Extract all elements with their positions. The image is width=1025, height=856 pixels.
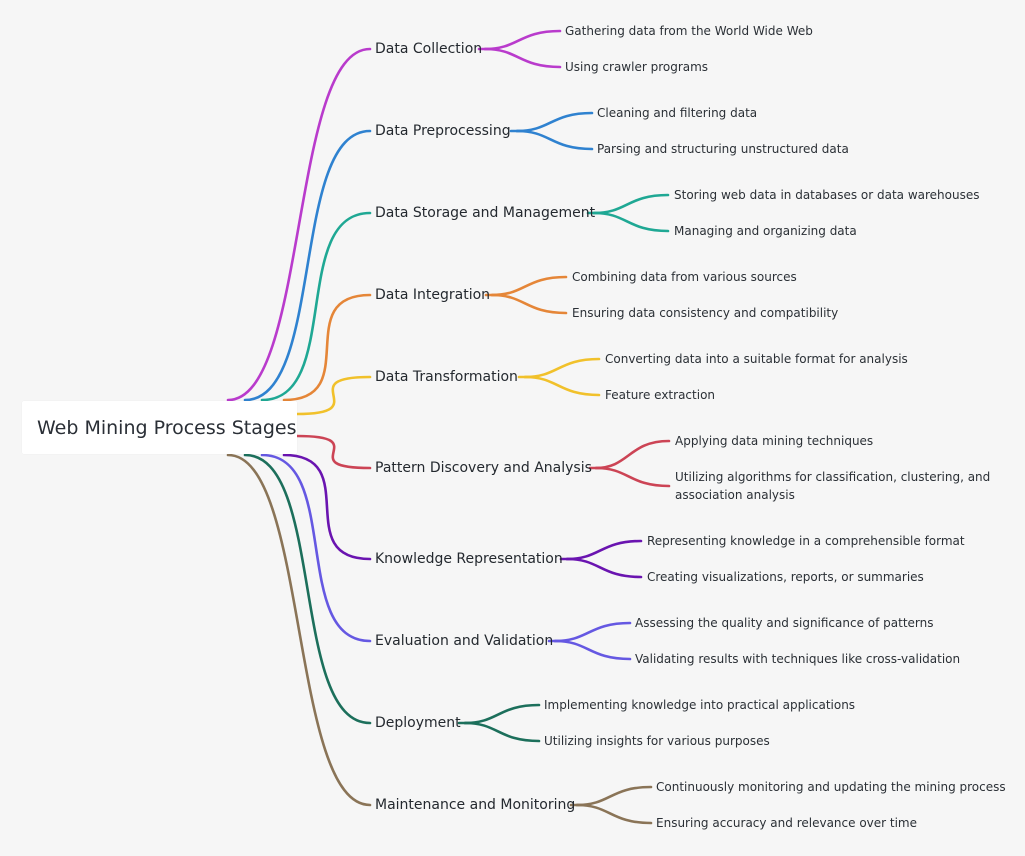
branch-evaluation-validation[interactable]: Evaluation and Validation xyxy=(375,633,554,649)
leaf-node[interactable]: Gathering data from the World Wide Web xyxy=(565,24,813,38)
leaf-node[interactable]: Parsing and structuring unstructured dat… xyxy=(597,142,849,156)
leaf-node[interactable]: Combining data from various sources xyxy=(572,270,797,284)
leaf-connector xyxy=(575,785,653,807)
leaf-connector xyxy=(490,293,568,315)
leaf-node[interactable]: Applying data mining techniques xyxy=(675,434,874,448)
root-node[interactable] xyxy=(22,401,297,454)
leaf-node[interactable]: Utilizing insights for various purposes xyxy=(544,734,770,748)
leaf-connector xyxy=(594,466,671,488)
leaf-node[interactable]: Utilizing algorithms for classification,… xyxy=(675,470,991,502)
leaf-connector xyxy=(553,621,632,643)
branch-connector xyxy=(226,47,372,402)
branch-connector xyxy=(295,375,372,416)
leaf-connector xyxy=(463,703,541,725)
leaf-connector xyxy=(565,539,643,561)
leaf-node[interactable]: Cleaning and filtering data xyxy=(597,106,758,120)
branch-connector xyxy=(295,434,372,470)
leaf-connector xyxy=(592,193,670,215)
leaf-connector xyxy=(515,111,594,133)
leaf-node[interactable]: Assessing the quality and significance o… xyxy=(635,616,934,630)
branch-connector xyxy=(282,453,372,561)
branch-knowledge-representation[interactable]: Knowledge Representation xyxy=(375,551,563,567)
leaf-node[interactable]: Using crawler programs xyxy=(565,60,709,74)
leaf-node[interactable]: Continuously monitoring and updating the… xyxy=(656,780,1006,794)
branch-connector xyxy=(260,453,372,643)
leaf-node[interactable]: Ensuring data consistency and compatibil… xyxy=(572,306,839,320)
branch-data-transformation[interactable]: Data Transformation xyxy=(375,369,518,385)
leaf-node[interactable]: Creating visualizations, reports, or sum… xyxy=(647,570,924,584)
leaf-connector xyxy=(490,275,568,297)
branch-connector xyxy=(282,293,372,402)
leaf-connector xyxy=(553,639,632,661)
leaf-connector xyxy=(592,211,670,233)
leaf-connector xyxy=(575,803,653,825)
leaf-node[interactable]: Feature extraction xyxy=(605,388,716,402)
leaf-connector xyxy=(523,375,601,397)
leaf-node[interactable]: Implementing knowledge into practical ap… xyxy=(544,698,856,712)
branch-data-preprocessing[interactable]: Data Preprocessing xyxy=(375,123,511,139)
branch-maintenance-monitoring[interactable]: Maintenance and Monitoring xyxy=(375,797,576,813)
leaf-node[interactable]: Managing and organizing data xyxy=(674,224,857,238)
leaf-node[interactable]: Validating results with techniques like … xyxy=(635,652,961,666)
branch-connector xyxy=(243,453,372,725)
leaf-node[interactable]: Ensuring accuracy and relevance over tim… xyxy=(656,816,918,830)
leaf-node[interactable]: Representing knowledge in a comprehensib… xyxy=(647,534,965,548)
branch-connector xyxy=(260,211,372,402)
leaf-connector xyxy=(463,721,541,743)
leaf-connector xyxy=(523,357,601,379)
leaf-connector xyxy=(483,47,562,69)
branch-data-storage-management[interactable]: Data Storage and Management xyxy=(375,205,596,221)
branch-data-collection[interactable]: Data Collection xyxy=(375,41,483,57)
leaf-connector xyxy=(483,29,562,51)
branch-data-integration[interactable]: Data Integration xyxy=(375,287,491,303)
branch-connector xyxy=(243,129,372,402)
leaf-connector xyxy=(594,439,671,470)
leaf-connector xyxy=(515,129,594,151)
leaf-node[interactable]: Converting data into a suitable format f… xyxy=(605,352,908,366)
branch-connector xyxy=(226,453,372,807)
branch-deployment[interactable]: Deployment xyxy=(375,715,461,731)
leaf-node[interactable]: Storing web data in databases or data wa… xyxy=(674,188,980,202)
branch-pattern-discovery-analysis[interactable]: Pattern Discovery and Analysis xyxy=(375,460,592,476)
leaf-connector xyxy=(565,557,643,579)
root-node-label: Web Mining Process Stages xyxy=(37,417,297,439)
